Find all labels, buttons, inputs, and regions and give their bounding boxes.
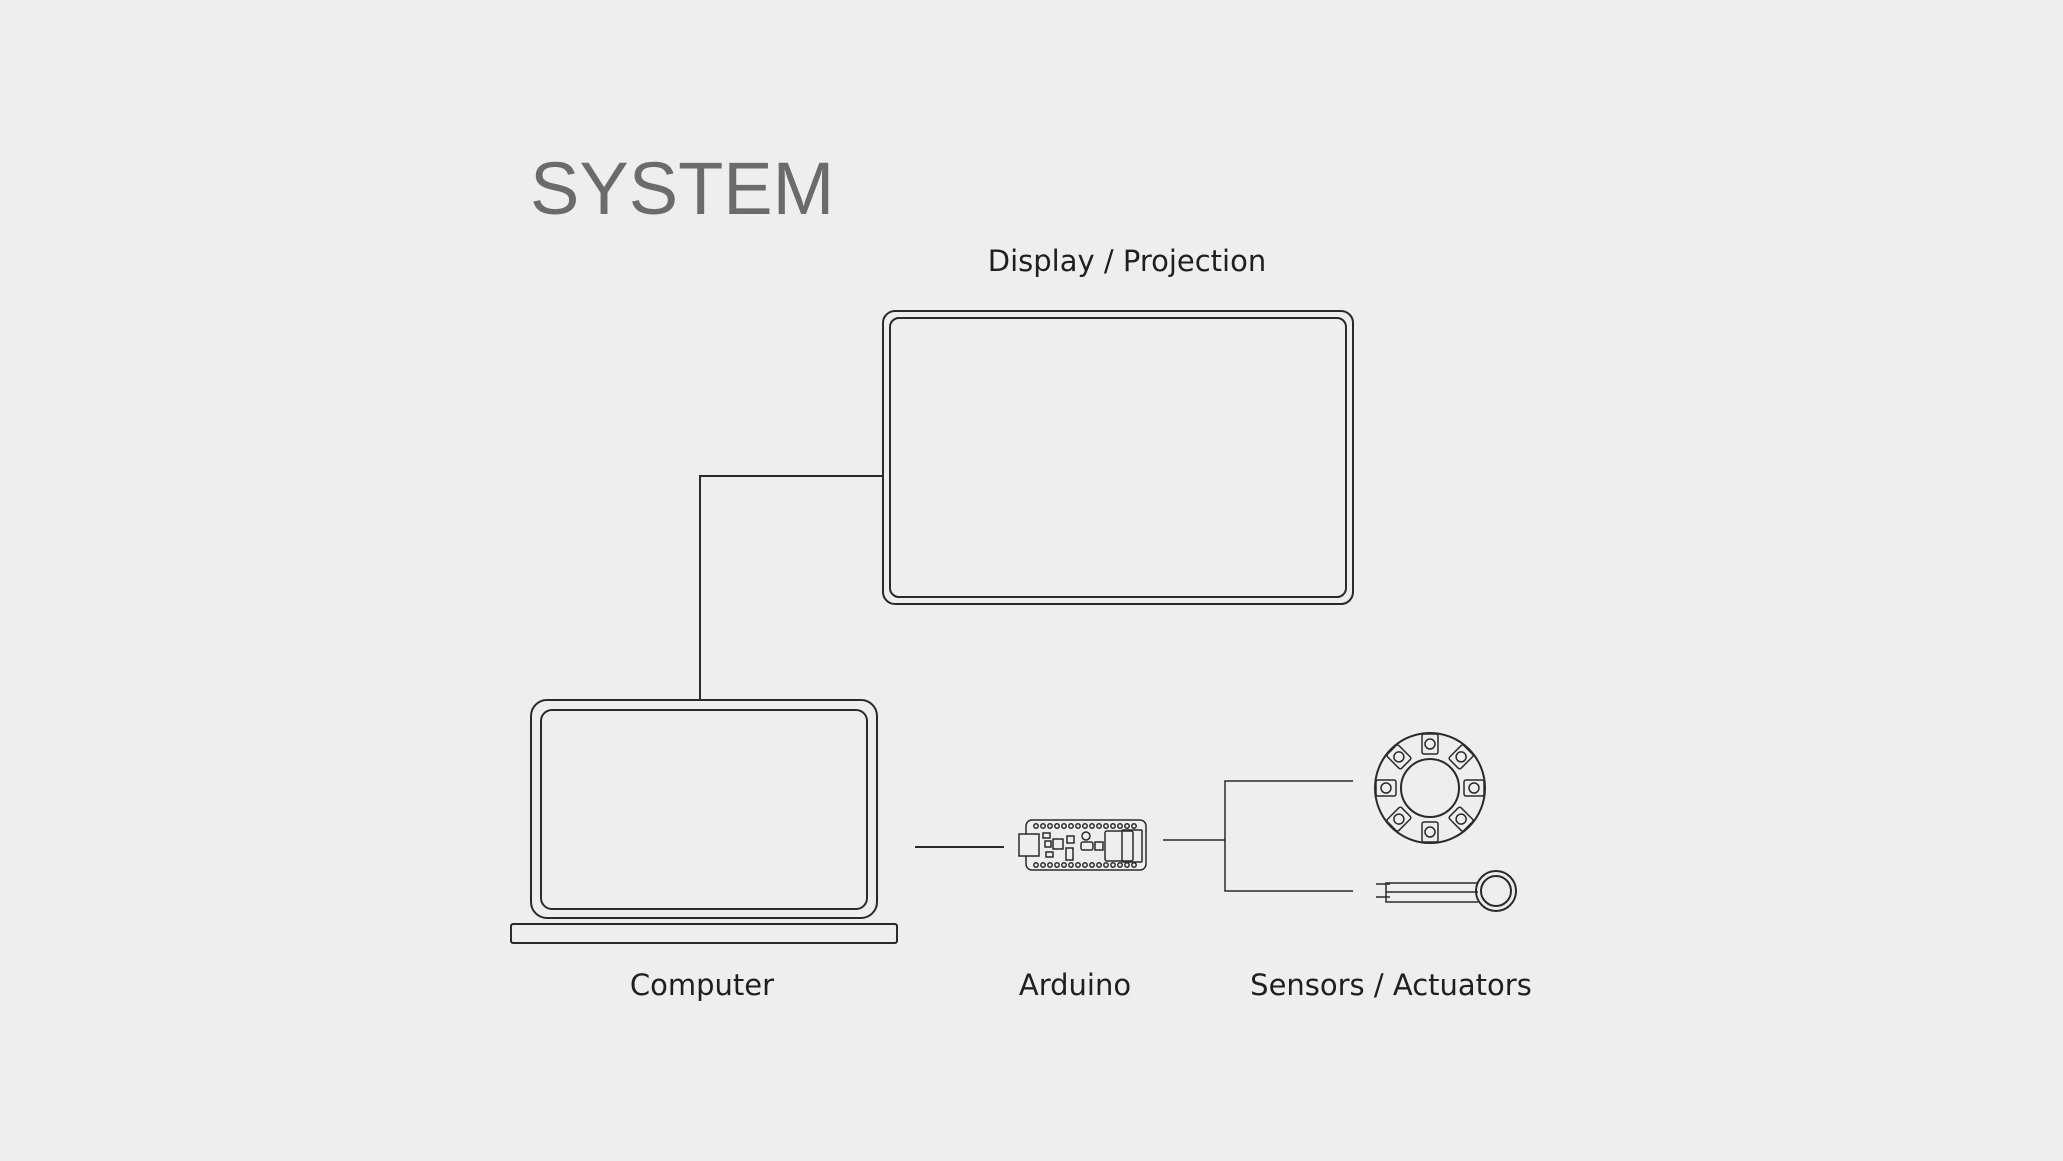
connector-arduino-sensors [1163,780,1353,892]
display-label: Display / Projection [988,244,1267,278]
led-ring-leds [1375,733,1485,843]
computer-label: Computer [630,968,774,1002]
laptop-icon [510,699,898,944]
page-title: SYSTEM [530,147,834,230]
arduino-label: Arduino [1019,968,1131,1002]
sensors-actuators-label: Sensors / Actuators [1250,968,1532,1002]
arduino-board-icon [1018,819,1147,871]
connector-computer-display [699,475,883,699]
force-sensor-icon [1376,870,1517,912]
display-icon [882,310,1354,605]
led-ring-icon [1374,732,1486,844]
